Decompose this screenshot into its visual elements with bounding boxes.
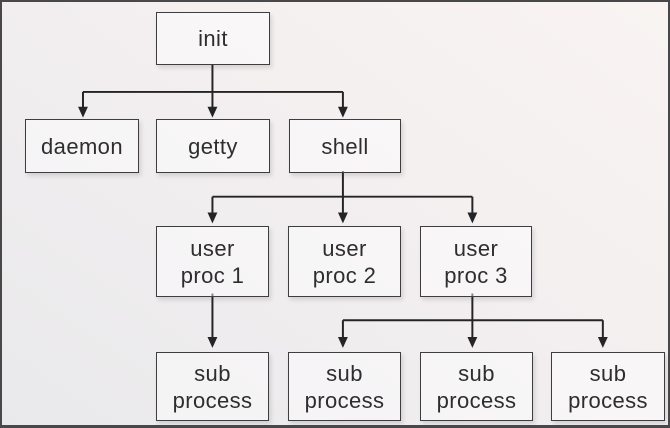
node-getty-label: getty xyxy=(188,133,238,159)
node-user-proc-1: user proc 1 xyxy=(156,226,269,297)
node-sub-process-4: sub process xyxy=(551,352,665,421)
node-sub-process-1: sub process xyxy=(156,352,269,421)
node-sub-process-2: sub process xyxy=(288,352,401,421)
node-daemon-label: daemon xyxy=(41,133,123,159)
node-sub-process-2-label: sub process xyxy=(304,360,385,413)
node-sub-process-4-label: sub process xyxy=(568,360,648,413)
node-user-proc-2: user proc 2 xyxy=(288,226,401,297)
node-user-proc-1-label: user proc 1 xyxy=(180,235,245,288)
node-shell: shell xyxy=(289,119,401,173)
node-user-proc-3-label: user proc 3 xyxy=(444,235,508,288)
node-user-proc-3: user proc 3 xyxy=(420,226,532,297)
node-sub-process-3: sub process xyxy=(420,352,533,421)
node-user-proc-2-label: user proc 2 xyxy=(312,235,377,288)
node-shell-label: shell xyxy=(321,133,369,159)
node-init: init xyxy=(156,12,270,65)
node-init-label: init xyxy=(198,26,228,51)
node-getty: getty xyxy=(156,119,270,173)
node-daemon: daemon xyxy=(25,119,139,173)
node-sub-process-1-label: sub process xyxy=(172,360,253,413)
node-sub-process-3-label: sub process xyxy=(436,360,517,413)
